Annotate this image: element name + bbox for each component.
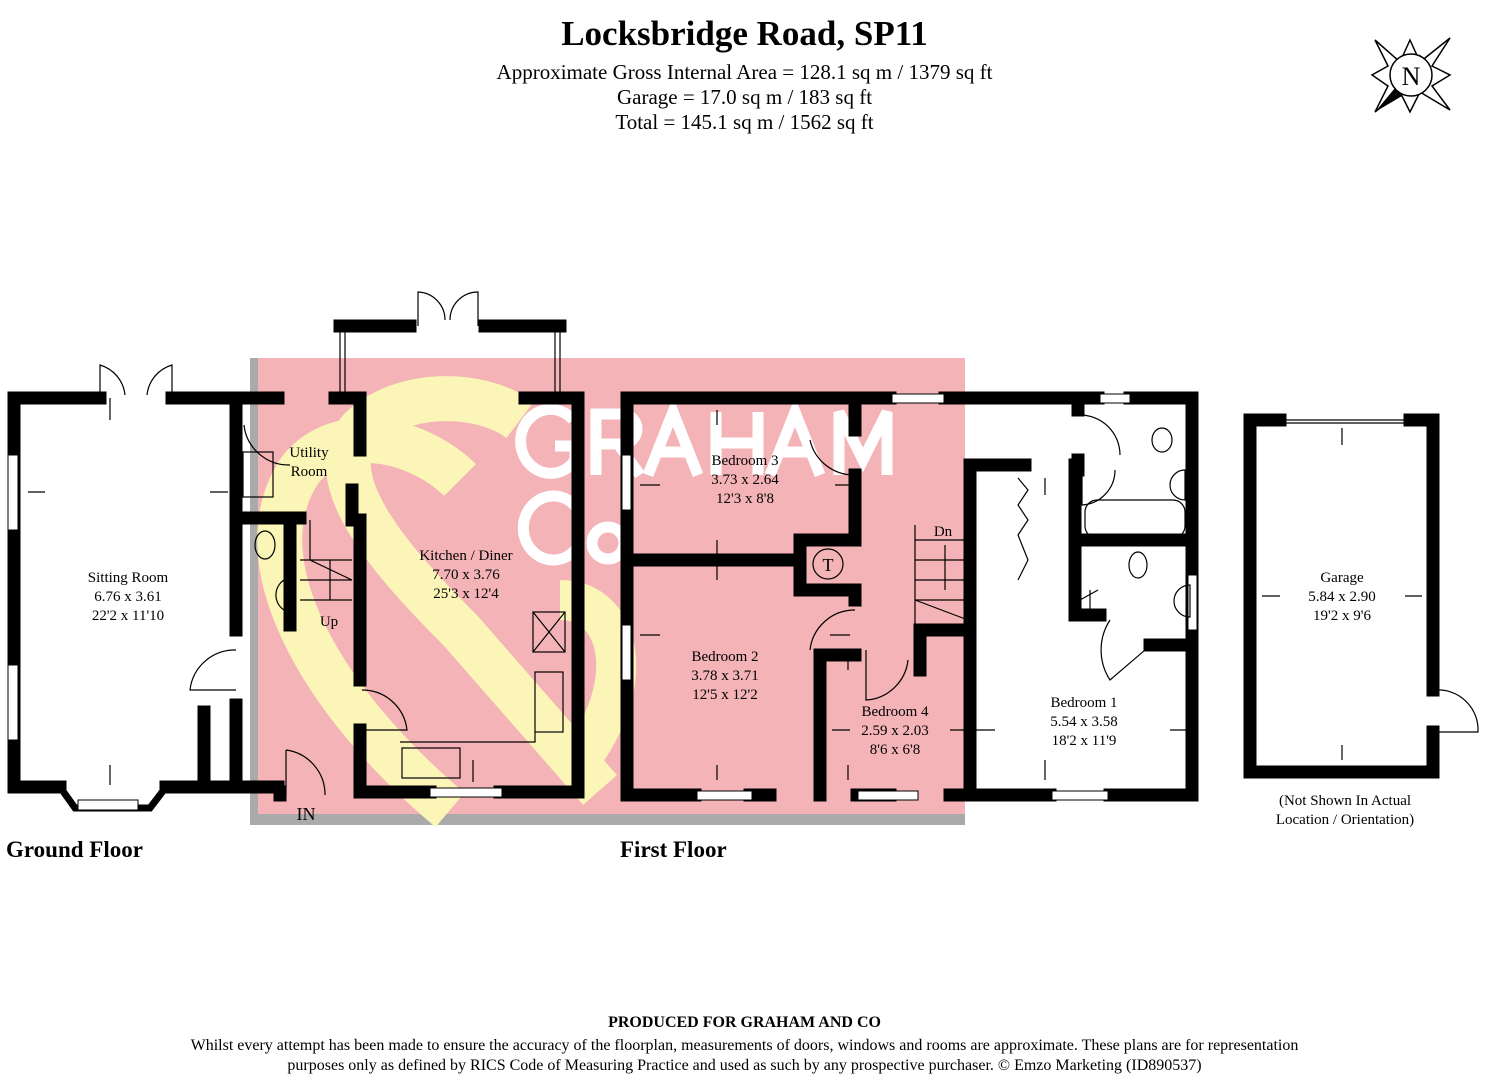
ground-floor-walls <box>7 291 585 812</box>
gross-area: Approximate Gross Internal Area = 128.1 … <box>496 60 993 84</box>
room-garage: Garage 5.84 x 2.90 19'2 x 9'6 <box>1308 570 1376 624</box>
footer-produced: PRODUCED FOR GRAHAM AND CO <box>608 1014 881 1031</box>
room-name-2: Room <box>291 464 328 480</box>
room-name: Bedroom 2 <box>691 649 758 665</box>
garage-note-1: (Not Shown In Actual <box>1279 793 1411 809</box>
area-summary: Approximate Gross Internal Area = 128.1 … <box>0 60 1489 135</box>
room-name: Bedroom 4 <box>861 704 929 720</box>
room-bedroom-3: Bedroom 3 3.73 x 2.64 12'3 x 8'8 <box>711 453 779 507</box>
compass-icon: N <box>1370 37 1452 114</box>
garage-note-2: Location / Orientation) <box>1276 812 1414 828</box>
room-name: Kitchen / Diner <box>419 548 512 564</box>
disclaimer-line-1: Whilst every attempt has been made to en… <box>190 1037 1299 1054</box>
room-kitchen-diner: Kitchen / Diner 7.70 x 3.76 25'3 x 12'4 <box>419 548 512 602</box>
room-imperial: 12'5 x 12'2 <box>692 687 757 703</box>
room-bedroom-2: Bedroom 2 3.78 x 3.71 12'5 x 12'2 <box>691 649 759 703</box>
page-title: Locksbridge Road, SP11 <box>561 14 928 53</box>
total-area: Total = 145.1 sq m / 1562 sq ft <box>615 110 874 134</box>
stairs-down-label: Dn <box>934 524 953 540</box>
room-metric: 3.73 x 2.64 <box>711 472 779 488</box>
entrance-label: IN <box>297 804 316 824</box>
room-sitting-room: Sitting Room 6.76 x 3.61 22'2 x 11'10 <box>88 570 169 624</box>
room-imperial: 25'3 x 12'4 <box>433 586 499 602</box>
room-name: Garage <box>1320 570 1364 586</box>
stairs-up-label: Up <box>320 614 338 630</box>
room-metric: 5.84 x 2.90 <box>1308 589 1376 605</box>
room-name: Sitting Room <box>88 570 169 586</box>
room-utility: Utility Room <box>289 445 329 480</box>
garage-area: Garage = 17.0 sq m / 183 sq ft <box>616 85 873 109</box>
room-metric: 7.70 x 3.76 <box>432 567 500 583</box>
ground-floor-label: Ground Floor <box>6 837 143 862</box>
room-metric: 6.76 x 3.61 <box>94 589 162 605</box>
room-bedroom-4: Bedroom 4 2.59 x 2.03 8'6 x 6'8 <box>861 704 929 758</box>
room-name: Bedroom 3 <box>711 453 778 469</box>
room-metric: 3.78 x 3.71 <box>691 668 759 684</box>
first-floor-walls: T <box>620 391 1199 802</box>
footer-disclaimer: Whilst every attempt has been made to en… <box>0 1036 1489 1076</box>
room-metric: 2.59 x 2.03 <box>861 723 929 739</box>
room-imperial: 22'2 x 11'10 <box>92 608 164 624</box>
room-imperial: 19'2 x 9'6 <box>1313 608 1371 624</box>
room-bedroom-1: Bedroom 1 5.54 x 3.58 18'2 x 11'9 <box>1050 695 1118 749</box>
room-metric: 5.54 x 3.58 <box>1050 714 1118 730</box>
hot-water-tank-label: T <box>823 555 834 575</box>
room-imperial: 18'2 x 11'9 <box>1052 733 1117 749</box>
room-name: Utility <box>289 445 329 461</box>
first-floor-label: First Floor <box>620 837 727 862</box>
compass-north-label: N <box>1402 62 1421 91</box>
room-imperial: 12'3 x 8'8 <box>716 491 774 507</box>
room-imperial: 8'6 x 6'8 <box>870 742 920 758</box>
disclaimer-line-2: purposes only as defined by RICS Code of… <box>287 1057 1202 1074</box>
room-name: Bedroom 1 <box>1050 695 1117 711</box>
garage-walls <box>1243 413 1479 779</box>
